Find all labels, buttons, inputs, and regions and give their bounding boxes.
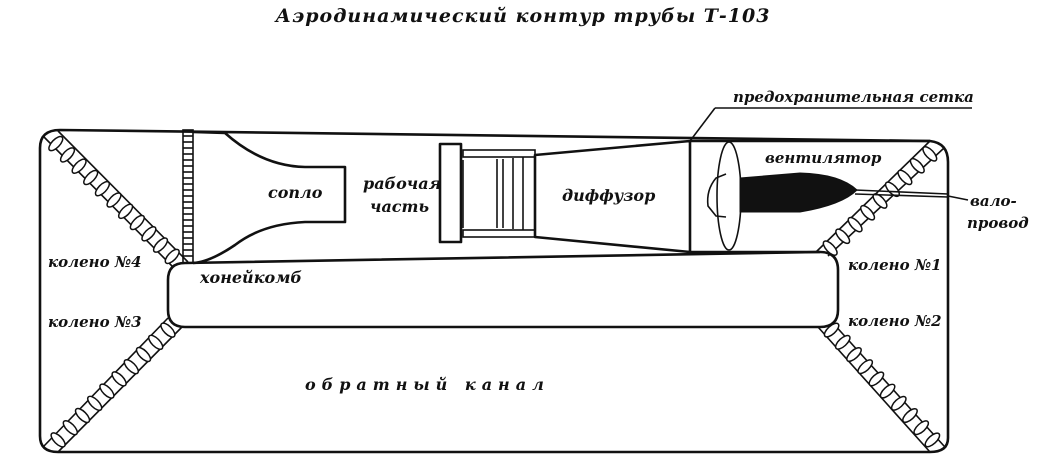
guide-vane xyxy=(924,432,941,448)
label-elbow2: колено №2 xyxy=(848,312,942,330)
guide-vane xyxy=(835,228,851,245)
guide-vanes xyxy=(48,135,941,448)
label-nozzle: сопло xyxy=(268,183,323,202)
fan-blade-disk xyxy=(716,141,742,251)
label-shaft-1: вало- xyxy=(970,192,1017,210)
label-fan: вентилятор xyxy=(765,149,882,167)
nozzle xyxy=(192,130,347,265)
guide-vane xyxy=(141,226,157,242)
label-elbow1: колено №1 xyxy=(848,256,942,274)
honeycomb-grid xyxy=(182,129,194,264)
label-shaft-2: провод xyxy=(967,214,1029,232)
guide-vane xyxy=(847,216,863,233)
guide-vane xyxy=(94,180,111,197)
guide-vane xyxy=(59,147,76,163)
label-working-section-2: часть xyxy=(370,197,429,216)
guide-vane xyxy=(147,334,164,351)
guide-vane xyxy=(86,395,103,412)
guide-vane xyxy=(117,203,134,220)
fan-hub xyxy=(706,173,727,218)
guide-vane xyxy=(111,371,127,387)
guide-vane xyxy=(857,359,874,375)
guide-vane xyxy=(135,346,152,363)
guide-vane xyxy=(860,204,876,221)
guide-vane xyxy=(160,322,176,338)
guide-vane xyxy=(152,237,169,253)
guide-vane xyxy=(913,420,930,436)
guide-vane xyxy=(164,248,180,265)
guide-vane xyxy=(834,334,851,350)
label-elbow4: колено №4 xyxy=(48,253,142,271)
label-elbow3: колено №3 xyxy=(48,313,142,331)
inner-contour xyxy=(166,250,840,329)
guide-vane xyxy=(48,135,64,152)
shaft-line xyxy=(854,189,949,195)
label-honeycomb: хонейкомб xyxy=(199,268,302,287)
label-safety-grid: предохранительная сетка xyxy=(733,88,974,106)
elbow3-cascade xyxy=(43,317,183,453)
label-working-section-1: рабочая xyxy=(363,174,441,193)
safety-grid-pointer xyxy=(689,107,972,142)
guide-vane xyxy=(879,383,896,399)
guide-vane xyxy=(823,322,840,338)
label-return-channel: обратный канал xyxy=(305,375,550,394)
guide-vane xyxy=(50,432,66,448)
fan-fairing xyxy=(739,172,858,213)
guide-vane xyxy=(909,157,925,174)
guide-vane xyxy=(71,158,87,174)
label-diffuser: диффузор xyxy=(562,186,655,205)
guide-vane xyxy=(129,214,145,231)
diagram-title: Аэродинамический контур трубы Т-103 xyxy=(274,5,771,27)
guide-vane xyxy=(83,169,99,186)
guide-vane xyxy=(62,419,79,436)
guide-vane xyxy=(106,192,122,208)
guide-vane xyxy=(99,383,115,399)
guide-vane xyxy=(897,169,913,186)
elbow2-cascade xyxy=(817,321,945,453)
guide-vane xyxy=(846,346,862,363)
guide-vane xyxy=(74,407,91,424)
working-section xyxy=(438,142,536,244)
guide-vane xyxy=(123,358,140,375)
guide-vane xyxy=(890,395,907,411)
fan-section xyxy=(690,139,969,254)
guide-vane xyxy=(822,240,838,256)
guide-vane xyxy=(868,371,885,387)
guide-vane xyxy=(902,407,918,424)
guide-vane xyxy=(922,146,938,162)
